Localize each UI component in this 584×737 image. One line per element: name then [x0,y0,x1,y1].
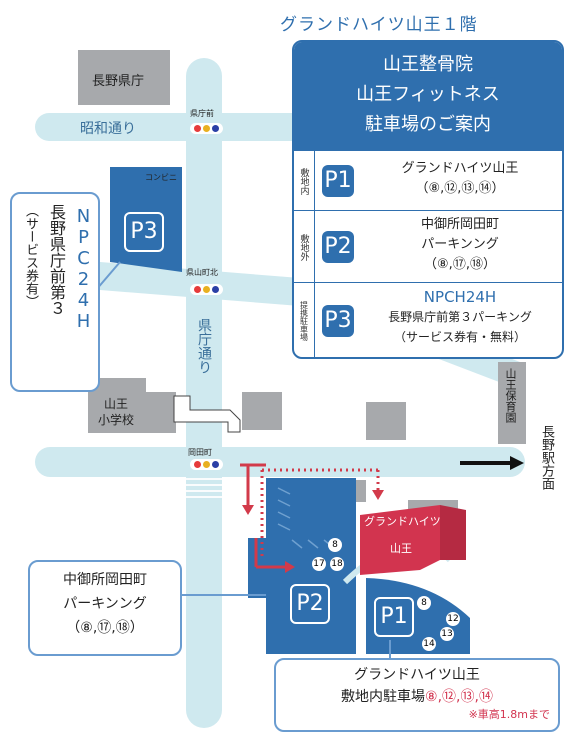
p1-space-marker: 13 [440,627,454,641]
info-row-p3: 提携駐車場 P3 NPCH24H 長野県庁前第３パーキング （サービス券有・無料… [294,282,562,357]
kencho-road [186,58,222,728]
school-label: 山王 小学校 [98,397,135,427]
signal-kenchokita-label: 県山町北 [186,268,218,277]
page-title: グランドハイツ山王１階 [280,15,478,35]
row-tag: 敷地内 [294,151,315,211]
row-text: グランドハイツ山王 （⑧,⑫,⑬,⑭） [401,161,519,196]
npc-callout-line: 長野県庁前第３ [47,204,66,316]
signal-kenchomae-icon [190,123,223,134]
kencho-road-label: 県庁通り [196,318,212,374]
heading-line: 山王整骨院 [383,54,473,75]
p1-space-marker: 8 [417,596,431,610]
row-text: 中御所岡田町 パーキンング （⑧,⑰,⑱） [420,217,499,272]
showa-road-label: 昭和通り [80,121,136,137]
info-row-p1: 敷地内 P1 グランドハイツ山王 （⑧,⑫,⑬,⑭） [294,150,562,211]
signal-okadamachi-label: 岡田町 [188,448,212,457]
building-b [366,402,406,440]
signal-kenchomae-label: 県庁前 [190,109,214,118]
npc-callout: NPC24H 長野県庁前第３ （サービス券有） [10,192,100,392]
p1-lot-badge: P1 [374,597,414,637]
okada-road [35,447,525,477]
pref-office-building [78,50,170,105]
callout-line: （⑧,⑰,⑱） [66,620,144,636]
parking-info-panel: 山王整骨院 山王フィットネス 駐車場のご案内 敷地内 P1 グランドハイツ山王 … [292,40,564,359]
p3-badge: P3 [322,305,354,337]
p2-lot-badge: P2 [290,584,330,624]
p2-callout: 中御所岡田町 パーキンング （⑧,⑰,⑱） [28,560,182,656]
heading-line: 山王フィットネス [356,84,500,105]
row-text: NPCH24H 長野県庁前第３パーキング （サービス券有・無料） [388,288,532,344]
callout-line: 中御所岡田町 [63,572,147,588]
row-tag: 敷地外 [294,211,315,283]
p2-space-marker: 8 [328,538,342,552]
nursery-building [498,362,526,444]
p2-space-marker: 17 [312,557,326,571]
grand-heights-label-2: 山王 [390,542,412,555]
npc-callout-name: NPC24H [73,206,94,332]
p2-badge: P2 [322,231,354,263]
direction-label: 長野駅方面 [539,425,554,490]
p1-space-marker: 14 [422,637,436,651]
info-row-p2: 敷地外 P2 中御所岡田町 パーキンング （⑧,⑰,⑱） [294,210,562,283]
row-tag: 提携駐車場 [294,283,315,357]
signal-kenchokita-icon [190,284,223,295]
p1-callout: グランドハイツ山王 敷地内駐車場⑧,⑫,⑬,⑭ ※車高1.8mまで [274,658,560,732]
p3-lot-badge: P3 [124,212,164,252]
callout-line: 敷地内駐車場⑧,⑫,⑬,⑭ [341,689,493,705]
building-a [242,392,282,430]
p1-badge: P1 [322,165,354,197]
grand-heights-label: グランドハイツ [364,515,441,528]
convenience-label: コンビニ [145,173,177,182]
signal-okadamachi-icon [190,459,223,470]
callout-line: グランドハイツ山王 [354,667,480,683]
heading-line: 駐車場のご案内 [365,114,491,135]
height-limit-note: ※車高1.8mまで [468,708,550,721]
callout-line: パーキンング [63,596,147,612]
nursery-label: 山王保育園 [504,368,517,423]
p1-space-marker: 12 [446,612,460,626]
npc-callout-note: （サービス券有） [23,204,38,308]
pref-office-label: 長野県庁 [92,74,145,89]
p2-space-marker: 18 [330,557,344,571]
info-panel-heading: 山王整骨院 山王フィットネス 駐車場のご案内 [294,42,562,150]
direction-arrow [510,456,524,470]
grand-heights-building [360,505,440,575]
